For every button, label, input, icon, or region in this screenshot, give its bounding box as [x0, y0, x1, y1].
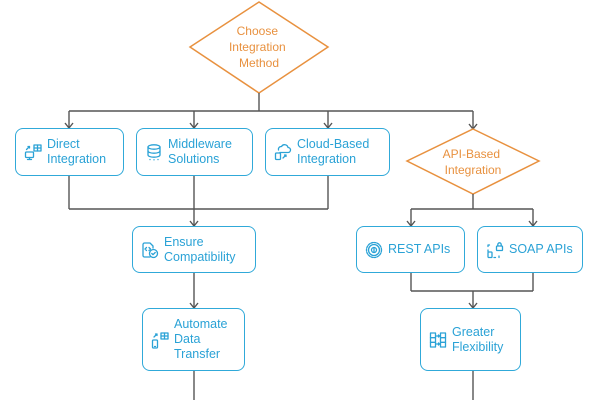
- decision-api-line-1: API-Based: [443, 147, 500, 161]
- node-ensure-compatibility[interactable]: Ensure Compatibility: [132, 226, 256, 273]
- decision-api-label: API-Based Integration: [443, 147, 504, 177]
- phone-table-sync-icon: [151, 331, 169, 349]
- decision-choose-line-3: Method: [239, 56, 279, 70]
- node-ensure-compatibility-label: Ensure Compatibility: [164, 234, 236, 264]
- gear-badge-icon: [365, 241, 383, 259]
- node-cloud-based-integration[interactable]: Cloud-Based Integration: [265, 128, 390, 176]
- grid-arrows-icon: [429, 331, 447, 349]
- node-middleware-solutions[interactable]: Middleware Solutions: [136, 128, 253, 176]
- database-icon: [145, 143, 163, 161]
- device-sync-icon: [24, 143, 42, 161]
- node-rest-apis[interactable]: REST APIs: [356, 226, 465, 273]
- decision-choose-label: Choose Integration Method: [229, 24, 289, 70]
- decision-choose-line-2: Integration: [229, 40, 286, 54]
- decision-api-line-2: Integration: [445, 163, 502, 177]
- node-automate-data-transfer[interactable]: Automate Data Transfer: [142, 308, 245, 371]
- node-direct-integration[interactable]: Direct Integration: [15, 128, 124, 176]
- decision-choose-line-1: Choose: [237, 24, 279, 38]
- node-greater-flexibility-label: Greater Flexibility: [452, 324, 504, 354]
- node-greater-flexibility[interactable]: Greater Flexibility: [420, 308, 521, 371]
- node-cloud-based-integration-label: Cloud-Based Integration: [297, 137, 370, 166]
- code-file-check-icon: [141, 241, 159, 259]
- node-soap-apis-label: SOAP APIs: [509, 242, 573, 256]
- node-rest-apis-label: REST APIs: [388, 242, 451, 256]
- node-direct-integration-label: Direct Integration: [47, 137, 107, 166]
- lock-dashed-icon: [486, 241, 504, 259]
- cloud-device-icon: [274, 143, 292, 161]
- node-middleware-solutions-label: Middleware Solutions: [168, 137, 232, 166]
- node-automate-data-transfer-label: Automate Data Transfer: [174, 317, 228, 361]
- decision-api-based-integration[interactable]: [405, 128, 541, 195]
- node-soap-apis[interactable]: SOAP APIs: [477, 226, 583, 273]
